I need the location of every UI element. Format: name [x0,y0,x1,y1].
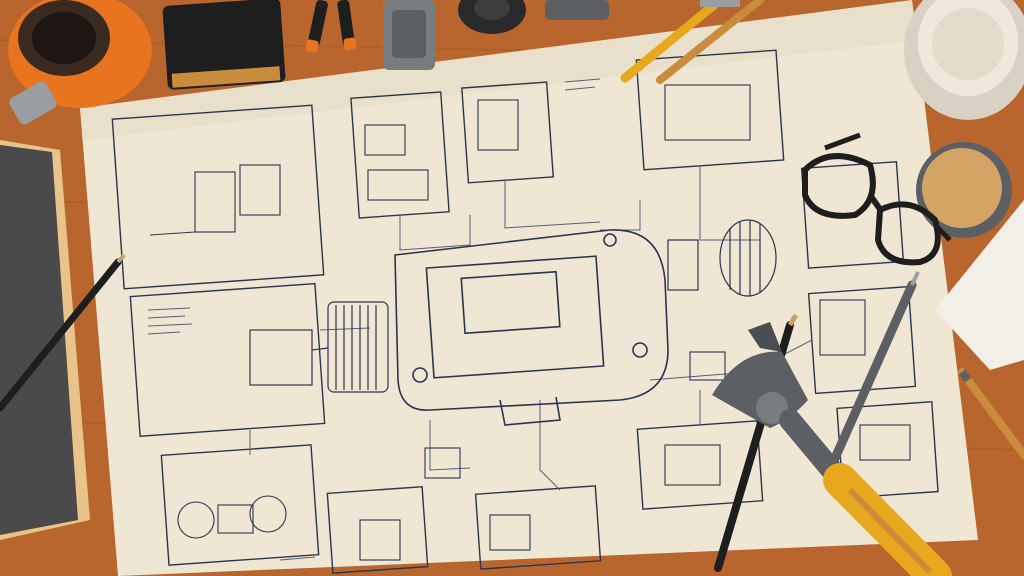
rotor-left-drawing [249,301,389,393]
paper-corner-right [935,200,1024,370]
wrench [712,322,952,576]
annotation-marks [147,78,601,561]
notebook [0,140,90,540]
coffee-cup [904,0,1024,120]
small-pen [958,368,1024,459]
blueprint-sheet [80,0,978,576]
pencil-left [0,253,126,412]
markers [305,0,357,53]
gear [458,0,526,34]
motor-housing-drawing [394,229,669,426]
colored-pencils [620,0,764,84]
part-sketches [149,84,911,561]
wiring-lines [249,165,813,491]
black-box [162,0,286,90]
steel-block [545,0,609,20]
metal-clip [383,0,435,70]
eyeglasses [802,132,952,266]
diagram-frames [111,49,939,574]
magnifier-lens [916,142,1012,238]
tape-roll [8,0,152,125]
rotor-right-drawing [667,219,777,297]
screwdriver [827,271,920,470]
